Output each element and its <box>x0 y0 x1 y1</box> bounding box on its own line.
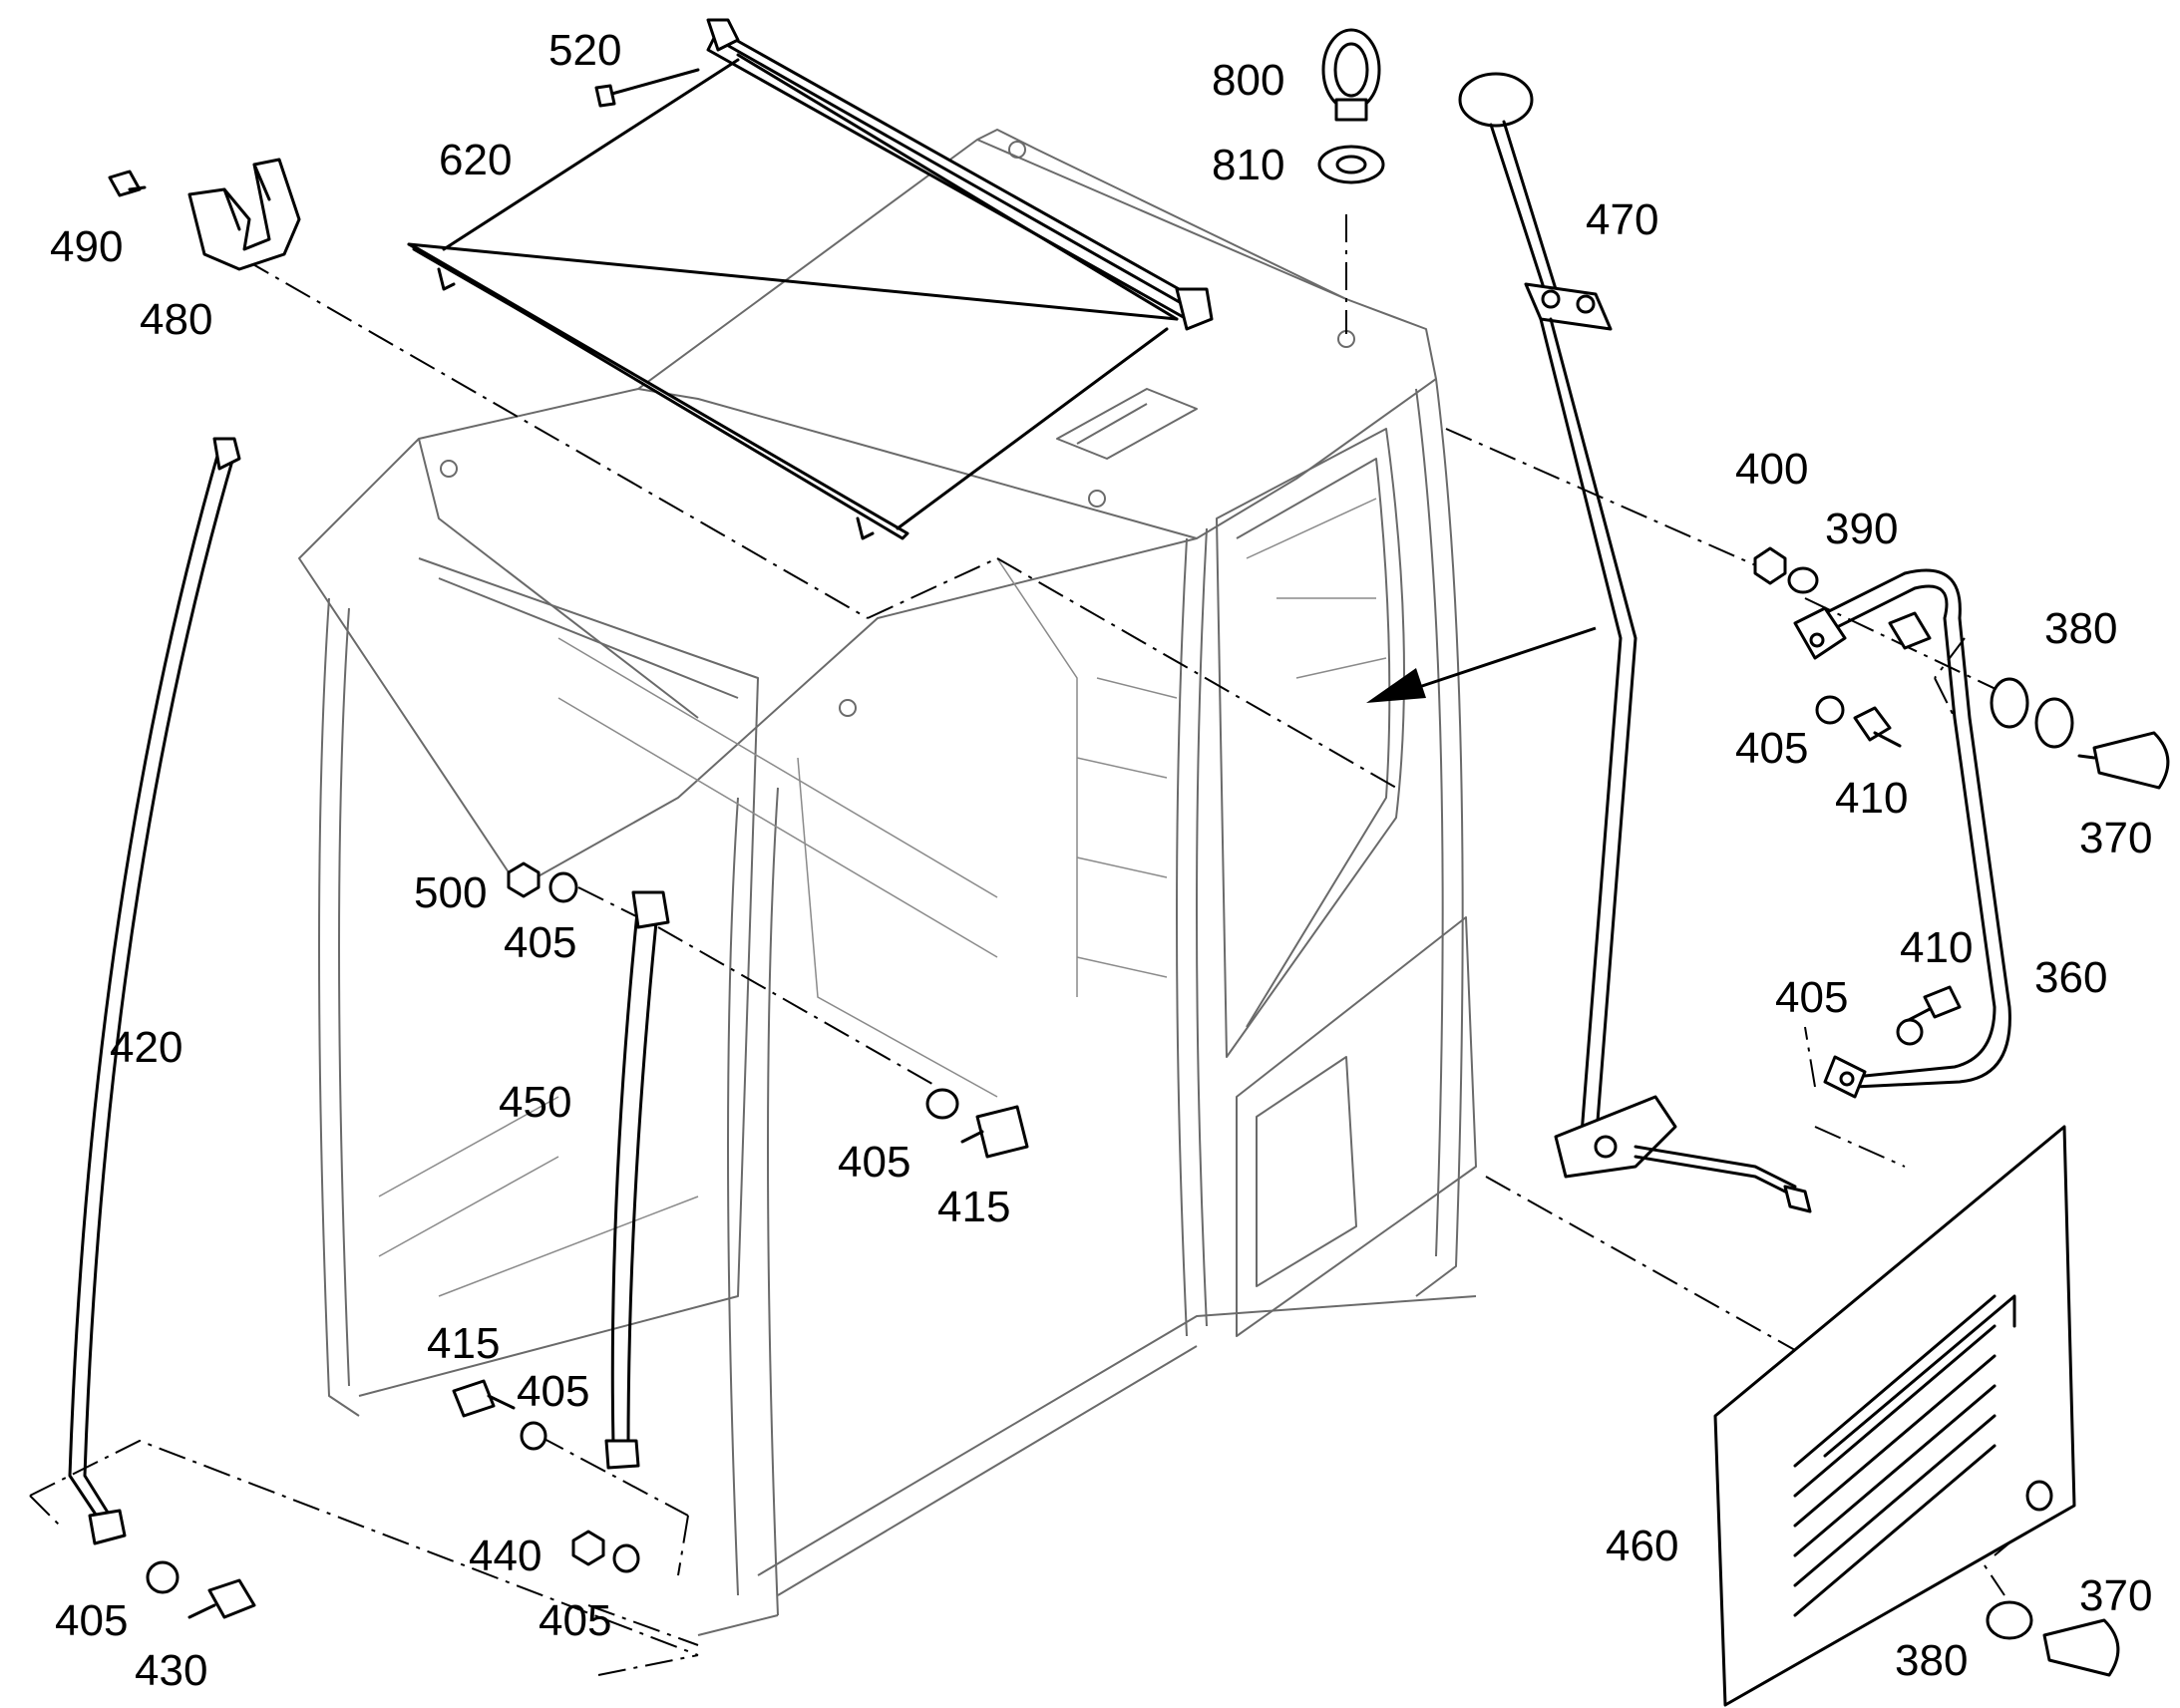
part-380-washer-a <box>1990 677 2074 749</box>
leader-lines <box>29 214 2055 1676</box>
direction-arrow-shaft <box>1415 626 1597 690</box>
callout-450: 450 <box>499 1078 571 1127</box>
callout-405-lower: 405 <box>517 1367 589 1416</box>
direction-arrow-head <box>1366 668 1426 703</box>
callout-490: 490 <box>50 222 123 271</box>
callout-380-top: 380 <box>2044 604 2117 653</box>
part-405-washer-g <box>612 1543 640 1573</box>
part-500-nut <box>507 861 541 898</box>
part-460-grille <box>1713 1125 2076 1707</box>
callout-415-lower: 415 <box>427 1319 500 1368</box>
part-450-bar <box>604 890 670 1470</box>
part-810-washer <box>1317 145 1385 184</box>
callout-520: 520 <box>548 26 621 75</box>
part-620-sunshade <box>407 18 1214 540</box>
callout-405-bottom-left: 405 <box>55 1596 128 1645</box>
callout-480: 480 <box>140 295 212 344</box>
part-415-bolt-a <box>960 1105 1029 1159</box>
part-405-washer-a <box>1815 695 1845 725</box>
callout-360: 360 <box>2034 953 2107 1002</box>
part-520-screw <box>594 68 700 108</box>
part-370-knob-a <box>2077 731 2170 790</box>
part-405-washer-e <box>925 1088 959 1120</box>
callout-370-top: 370 <box>2079 814 2152 862</box>
callout-500: 500 <box>414 868 487 917</box>
part-470-lever <box>1458 72 1637 1169</box>
part-380-washer-b <box>1986 1600 2033 1640</box>
callout-800: 800 <box>1212 56 1284 105</box>
callout-430: 430 <box>135 1646 207 1695</box>
cab-frame <box>298 129 1477 1636</box>
callout-620: 620 <box>439 136 512 184</box>
callout-370-bottom: 370 <box>2079 1571 2152 1620</box>
callout-390: 390 <box>1825 505 1898 553</box>
callout-405-center: 405 <box>838 1138 910 1187</box>
callout-405-bottom-center: 405 <box>539 1596 611 1645</box>
callout-420: 420 <box>110 1023 182 1072</box>
part-410-bolt-b <box>1903 985 1962 1024</box>
part-370-knob-b <box>2042 1618 2120 1677</box>
callout-470: 470 <box>1586 195 1658 244</box>
callout-405-top-right: 405 <box>1735 724 1808 773</box>
part-420-rail <box>68 437 241 1545</box>
callout-400: 400 <box>1735 445 1808 494</box>
part-410-bolt-a <box>1853 706 1902 748</box>
callout-405-upper-left: 405 <box>504 918 576 967</box>
part-800-eye-bolt <box>1321 28 1381 122</box>
part-490-bolt <box>108 170 147 197</box>
part-430-bolt <box>187 1578 256 1619</box>
callout-460: 460 <box>1606 1522 1678 1570</box>
part-405-washer-b <box>1896 1018 1924 1046</box>
callout-410-mid: 410 <box>1900 923 1973 972</box>
callout-labels: 520 620 800 810 470 490 480 400 390 380 … <box>50 26 2152 1695</box>
part-405-washer-c <box>146 1560 180 1594</box>
part-480-bracket <box>187 158 301 271</box>
part-440-nut <box>571 1530 605 1566</box>
callout-380-bottom: 380 <box>1895 1636 1968 1685</box>
part-390-washer <box>1787 566 1819 594</box>
part-470-latch <box>1554 1095 1812 1213</box>
part-400-nut <box>1753 546 1787 585</box>
part-415-bolt-b <box>452 1379 516 1418</box>
callout-415-center: 415 <box>937 1183 1010 1231</box>
part-405-washer-f <box>520 1421 547 1451</box>
callout-810: 810 <box>1212 141 1284 189</box>
part-405-washer-d <box>548 871 578 903</box>
part-360-handle <box>1793 568 2011 1099</box>
callout-405-mid-right: 405 <box>1775 973 1848 1022</box>
callout-410-top: 410 <box>1835 774 1908 823</box>
callout-440: 440 <box>469 1532 542 1580</box>
